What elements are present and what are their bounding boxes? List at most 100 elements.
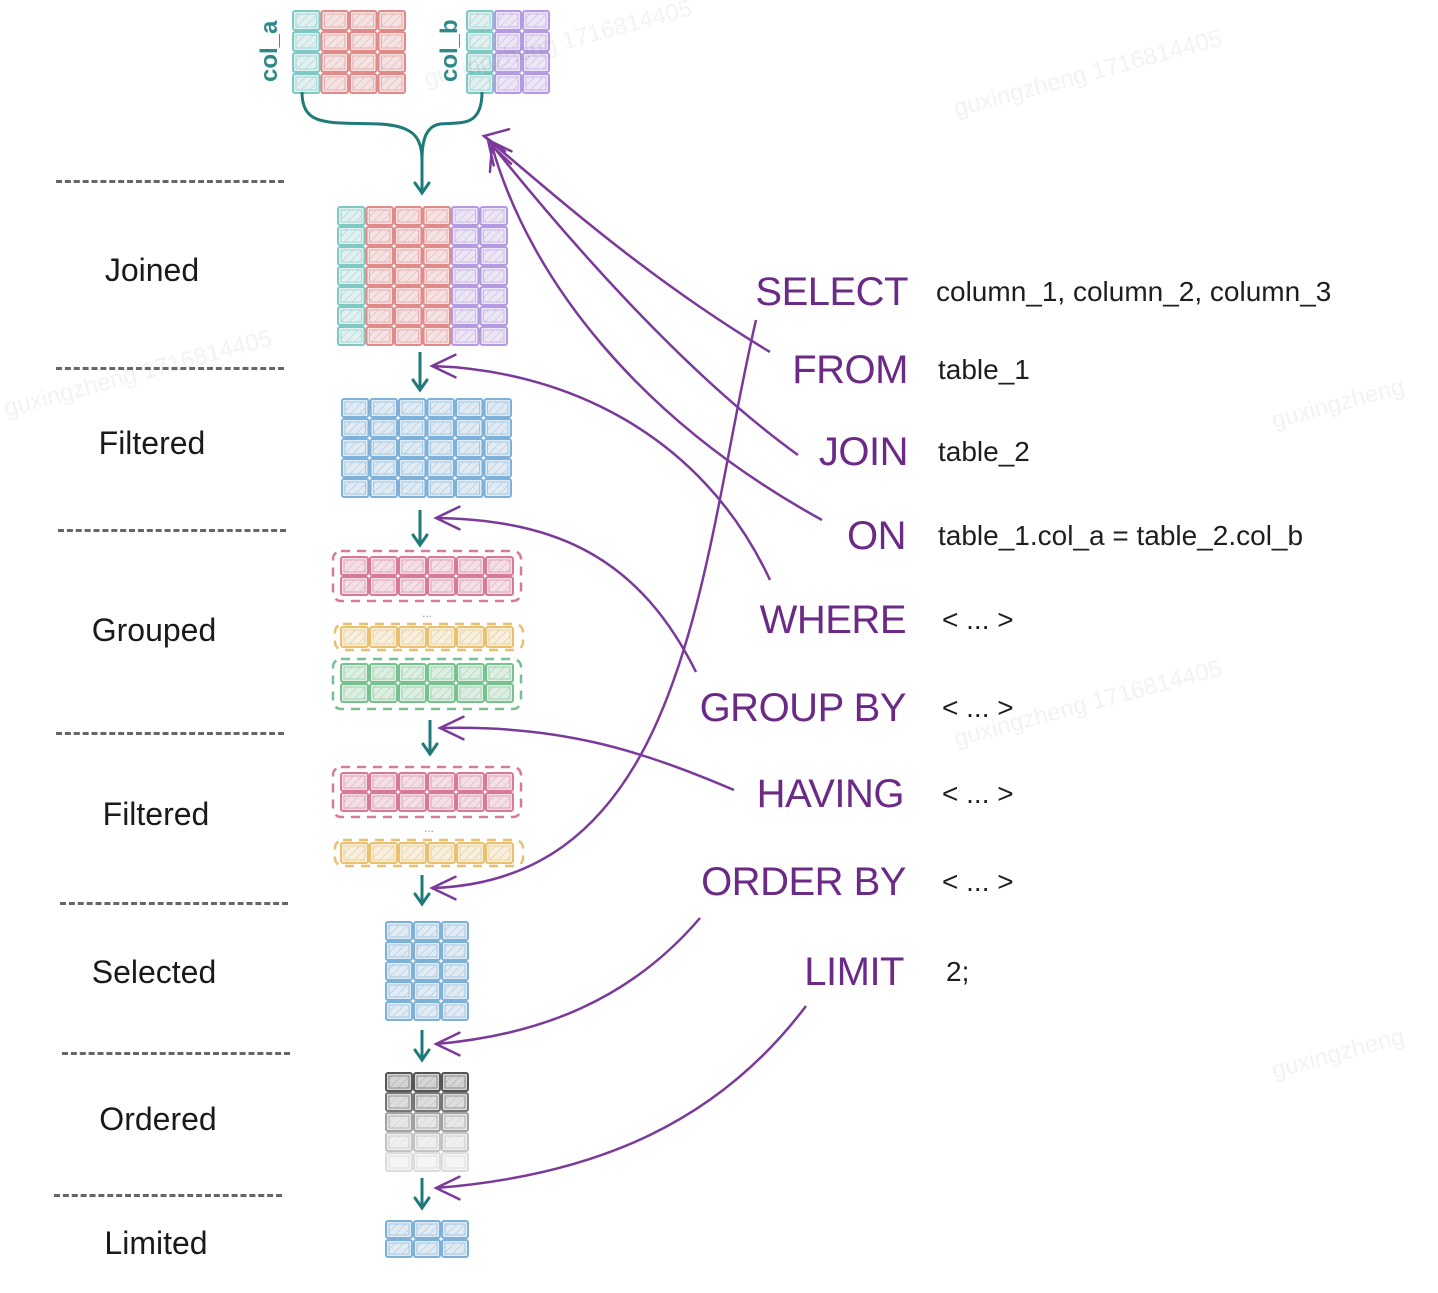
table-cell-inner (469, 55, 491, 70)
table-cell-inner (444, 1135, 466, 1149)
table-cell-inner (388, 1155, 410, 1169)
stage-label-grouped: Grouped (91, 612, 217, 648)
group-by-arrow-head (433, 505, 461, 531)
table-cell-inner (352, 34, 374, 49)
table-cell-inner (343, 845, 366, 861)
table-cell-inner (458, 461, 480, 475)
table-cell-inner (483, 329, 505, 343)
table-cell-inner (369, 269, 391, 283)
table-cell-inner (401, 579, 424, 593)
table-cell-inner (444, 964, 466, 978)
limit-arrow-head (433, 1175, 461, 1201)
table-cell-inner (343, 559, 366, 573)
table-cell-inner (469, 13, 491, 28)
table-cell-inner (381, 76, 403, 91)
table-cell-inner (401, 686, 424, 700)
table-cell-inner (397, 329, 419, 343)
table-cell-inner (401, 559, 424, 573)
table-cell-inner (340, 229, 362, 243)
table-cell-inner (340, 249, 362, 263)
table-cell-inner (444, 944, 466, 958)
having-arrow (439, 726, 735, 792)
flow-arrowhead (413, 1048, 431, 1063)
table-cell-inner (430, 775, 453, 789)
stage-divider (58, 529, 286, 532)
table-cell-inner (372, 795, 395, 809)
table-cell-inner (324, 34, 346, 49)
flow-arrowhead (413, 181, 431, 196)
stage-divider (56, 367, 284, 370)
joined-table (337, 206, 508, 346)
ordered-table (385, 1072, 469, 1172)
flow-arrowhead (421, 742, 439, 757)
table-cell-inner (295, 13, 317, 28)
having-arrow-head (437, 715, 465, 741)
ellipsis: ... (422, 606, 432, 620)
table-cell-inner (488, 666, 511, 680)
table-cell-inner (388, 1075, 410, 1089)
table-cell-inner (483, 209, 505, 223)
flow-arrowhead (411, 533, 429, 548)
table-cell-inner (444, 1095, 466, 1109)
table-cell-inner (454, 209, 476, 223)
table-cell-inner (444, 1115, 466, 1129)
table-cell-inner (352, 76, 374, 91)
table-cell-inner (444, 1155, 466, 1169)
group-box-yellow-having (333, 838, 525, 868)
table-cell-inner (459, 686, 482, 700)
group-box-yellow (333, 622, 525, 652)
table-cell-inner (369, 289, 391, 303)
table-cell-inner (430, 845, 453, 861)
keyword-from: FROM (792, 348, 908, 392)
table-cell-inner (430, 629, 453, 645)
table-cell-inner (388, 1004, 410, 1018)
table-cell-inner (483, 229, 505, 243)
argument-having: < ... > (942, 778, 1014, 809)
table-cell-inner (344, 461, 366, 475)
table-cell-inner (343, 795, 366, 809)
table-cell-inner (401, 441, 423, 455)
table-cell-inner (295, 34, 317, 49)
table-cell-inner (459, 629, 482, 645)
table-cell-inner (430, 579, 453, 593)
table-cell-inner (416, 944, 438, 958)
table-cell-inner (372, 686, 395, 700)
table-cell-inner (343, 775, 366, 789)
table-cell-inner (324, 13, 346, 28)
table-cell-inner (416, 1004, 438, 1018)
group-box-pink (331, 549, 523, 603)
table-cell-inner (416, 1135, 438, 1149)
group-yellow (340, 626, 514, 648)
table-cell-inner (295, 76, 317, 91)
table-cell-inner (372, 579, 395, 593)
group-by-arrow (435, 516, 698, 673)
table-cell-inner (369, 329, 391, 343)
table-cell-inner (324, 76, 346, 91)
table-cell-inner (487, 401, 509, 415)
table-cell-inner (459, 579, 482, 593)
keyword-order-by: ORDER BY (701, 860, 906, 904)
stage-divider (56, 732, 284, 735)
table-cell-inner (488, 775, 511, 789)
table-cell-inner (497, 34, 519, 49)
table-cell-inner (344, 421, 366, 435)
table-cell-inner (344, 401, 366, 415)
table-cell-inner (483, 289, 505, 303)
table-cell-inner (459, 845, 482, 861)
join-brace (300, 91, 484, 161)
table-cell-inner (343, 666, 366, 680)
table-cell-inner (369, 229, 391, 243)
table-cell-inner (497, 55, 519, 70)
table-cell-inner (426, 289, 448, 303)
table-cell-inner (416, 924, 438, 938)
keyword-on: ON (847, 514, 907, 558)
table-cell-inner (388, 1135, 410, 1149)
from-arrow-head (481, 127, 511, 153)
table-cell-inner (454, 329, 476, 343)
keyword-having: HAVING (756, 772, 905, 816)
keyword-join: JOIN (818, 430, 909, 474)
table-cell-inner (430, 421, 452, 435)
table-cell-inner (483, 309, 505, 323)
table-cell-inner (487, 441, 509, 455)
source-table-2 (466, 10, 550, 94)
